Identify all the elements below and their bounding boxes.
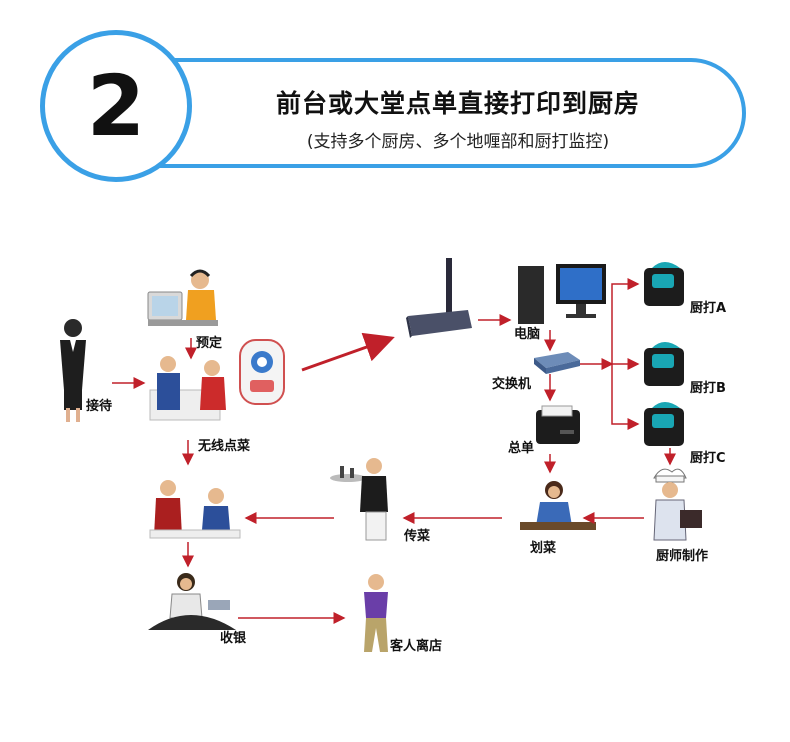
label-cashier: 收银 [220, 630, 247, 646]
kitchen-printer-a-icon [644, 262, 684, 306]
label-kitchen-a: 厨打A [690, 300, 726, 316]
label-serve-dish: 传菜 [403, 528, 430, 544]
workflow-svg: 预定 接待 无线点菜 电脑 交换机 总单 厨打A 厨打B 厨打C 厨师制作 划菜… [40, 240, 750, 660]
dish-marker-figure [520, 481, 596, 530]
wireless-router-icon [406, 258, 472, 338]
label-switch: 交换机 [492, 376, 531, 392]
computer-icon [518, 264, 606, 324]
label-reception: 接待 [86, 398, 112, 414]
label-reserve: 预定 [196, 335, 222, 351]
network-switch-icon [534, 352, 580, 374]
serving-waiter-figure [330, 458, 388, 540]
manager-scene-figure [150, 480, 240, 538]
label-chef: 厨师制作 [656, 548, 708, 564]
workflow-diagram: 预定 接待 无线点菜 电脑 交换机 总单 厨打A 厨打B 厨打C 厨师制作 划菜… [40, 240, 750, 660]
label-main-printer: 总单 [508, 440, 534, 456]
wireless-terminal-icon [240, 340, 284, 404]
page-subtitle: (支持多个厨房、多个地喱部和厨打监控) [190, 127, 726, 152]
ordering-scene-figure [150, 356, 226, 420]
page-title: 前台或大堂点单直接打印到厨房 [190, 84, 726, 120]
kitchen-printer-c-icon [644, 402, 684, 446]
label-guest-leave: 客人离店 [390, 638, 442, 654]
flow-arrows [112, 284, 670, 618]
label-kitchen-b: 厨打B [690, 380, 726, 396]
main-printer-icon [536, 406, 580, 444]
step-number: 2 [45, 35, 187, 177]
step-badge: 2 [40, 30, 192, 182]
label-computer: 电脑 [514, 326, 540, 342]
chef-figure [654, 469, 702, 540]
guest-leaving-figure [364, 574, 388, 652]
label-kitchen-c: 厨打C [690, 450, 726, 466]
receptionist-figure [60, 319, 86, 422]
kitchen-printer-b-icon [644, 342, 684, 386]
reservation-operator-figure [148, 271, 218, 326]
label-wireless-order: 无线点菜 [197, 438, 250, 454]
cashier-figure [148, 573, 236, 630]
label-mark-dish: 划菜 [530, 540, 556, 556]
